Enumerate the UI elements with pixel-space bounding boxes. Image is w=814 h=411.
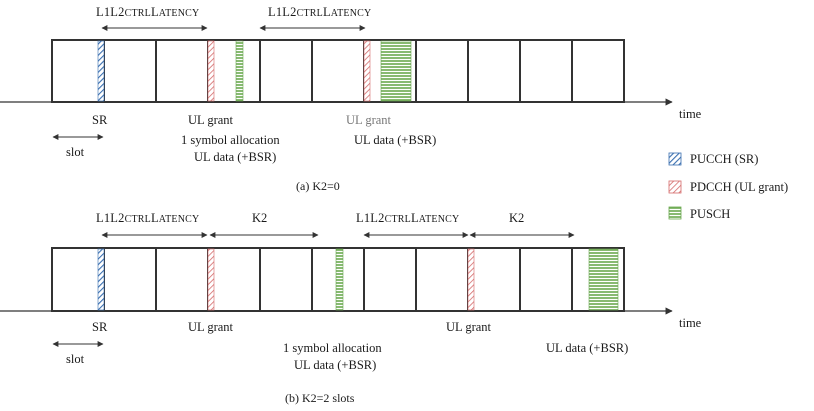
ul-data-label-b: UL data (+BSR) (546, 341, 628, 355)
k2-label-b1: K2 (252, 211, 267, 225)
ul-data-label: UL data (+BSR) (354, 133, 436, 147)
pusch-one-symbol-block-b (335, 248, 344, 311)
alloc-label-b-line2: UL data (+BSR) (294, 358, 376, 372)
legend-pusch-label: PUSCH (690, 207, 730, 221)
panel-a: time L1L2CTRLLATENCY L1L2CTRLLATENCY SR (0, 5, 702, 193)
pdcch-grant-block-1 (207, 40, 215, 102)
panel-b-caption: (b) K2=2 slots (285, 391, 355, 405)
alloc-label-line2: UL data (+BSR) (194, 150, 276, 164)
pucch-sr-block (97, 40, 105, 102)
slot-label: slot (66, 145, 85, 159)
pusch-data-block-b (588, 248, 619, 311)
k2-label-b2: K2 (509, 211, 524, 225)
legend-pucch-label: PUCCH (SR) (690, 152, 758, 166)
slot-label-b: slot (66, 352, 85, 366)
latency-label-b1: L1L2CTRLLATENCY (96, 211, 199, 225)
panel-b: time L1L2CTRLLATENCY K2 L1L2CTRLLATENCY … (0, 211, 702, 405)
latency-label-1: L1L2CTRLLATENCY (96, 5, 199, 19)
legend-pusch-swatch (668, 206, 682, 220)
latency-label-2: L1L2CTRLLATENCY (268, 5, 371, 19)
pdcch-grant-block-b1 (207, 248, 215, 311)
pusch-one-symbol-block (235, 40, 244, 102)
time-axis-label: time (679, 107, 702, 121)
alloc-label-line1: 1 symbol allocation (181, 133, 280, 147)
time-axis-label-b: time (679, 316, 702, 330)
alloc-label-b-line1: 1 symbol allocation (283, 341, 382, 355)
sr-label-b: SR (92, 320, 108, 334)
slot-frame (51, 39, 625, 103)
ul-grant-label-2: UL grant (346, 113, 392, 127)
pusch-data-block (380, 40, 412, 102)
pdcch-grant-block-b2 (467, 248, 475, 311)
latency-label-b2: L1L2CTRLLATENCY (356, 211, 459, 225)
ul-grant-label-b1: UL grant (188, 320, 234, 334)
panel-a-caption: (a) K2=0 (296, 179, 340, 193)
ul-grant-label-b2: UL grant (446, 320, 492, 334)
legend-pdcch-label: PDCCH (UL grant) (690, 180, 788, 194)
legend-pucch-swatch (668, 152, 682, 166)
ul-grant-label-1: UL grant (188, 113, 234, 127)
sr-label: SR (92, 113, 108, 127)
pdcch-grant-block-2 (363, 40, 371, 102)
legend: PUCCH (SR) PDCCH (UL grant) PUSCH (668, 152, 788, 221)
pucch-sr-block-b (97, 248, 105, 311)
legend-pdcch-swatch (668, 180, 682, 194)
